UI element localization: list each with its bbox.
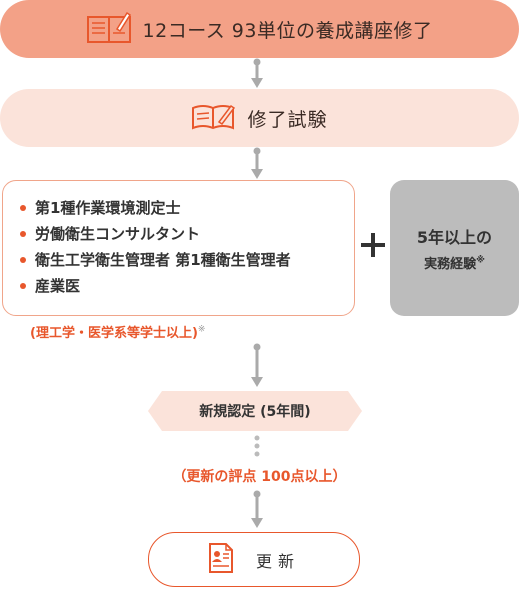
book-pencil-icon (191, 102, 236, 134)
connector-arrow (251, 58, 263, 88)
document-icon (208, 542, 234, 578)
new-certification-label: 新規認定 (5年間) (199, 404, 311, 420)
qualifications-box: 第1種作業環境測定士 労働衛生コンサルタント 衛生工学衛生管理者 第1種衛生管理… (2, 180, 355, 316)
plus-icon (361, 233, 385, 257)
renewal-score-note: （更新の評点 100点以上） (172, 469, 347, 485)
step-training-course: 12コース 93単位の養成講座修了 (0, 0, 519, 58)
connector-arrow (251, 343, 263, 387)
step-completion-exam: 修了試験 (0, 89, 519, 147)
experience-box: 5年以上の 実務経験※ (390, 180, 519, 316)
step-completion-exam-label: 修了試験 (247, 108, 328, 131)
qualifications-list: 第1種作業環境測定士 労働衛生コンサルタント 衛生工学衛生管理者 第1種衛生管理… (19, 195, 354, 299)
renewal-step: 更新 (148, 532, 360, 587)
qualification-item: 労働衛生コンサルタント (19, 221, 354, 247)
qualification-item: 産業医 (19, 273, 354, 299)
footnote-mark: ※ (197, 324, 206, 335)
qualification-item: 第1種作業環境測定士 (19, 195, 354, 221)
experience-years: 5年以上の (416, 228, 493, 247)
open-book-icon (86, 11, 131, 47)
step-training-course-label: 12コース 93単位の養成講座修了 (142, 19, 433, 42)
renewal-label: 更新 (255, 551, 300, 571)
connector-arrow (251, 147, 263, 179)
degree-note: (理工学・医学系等学士以上)※ (30, 324, 206, 341)
qualification-item: 衛生工学衛生管理者 第1種衛生管理者 (19, 247, 354, 273)
dotted-connector (254, 435, 260, 457)
experience-label: 実務経験※ (424, 255, 485, 272)
footnote-mark: ※ (476, 255, 485, 266)
connector-arrow (251, 490, 263, 528)
new-certification: 新規認定 (5年間) (148, 391, 362, 431)
